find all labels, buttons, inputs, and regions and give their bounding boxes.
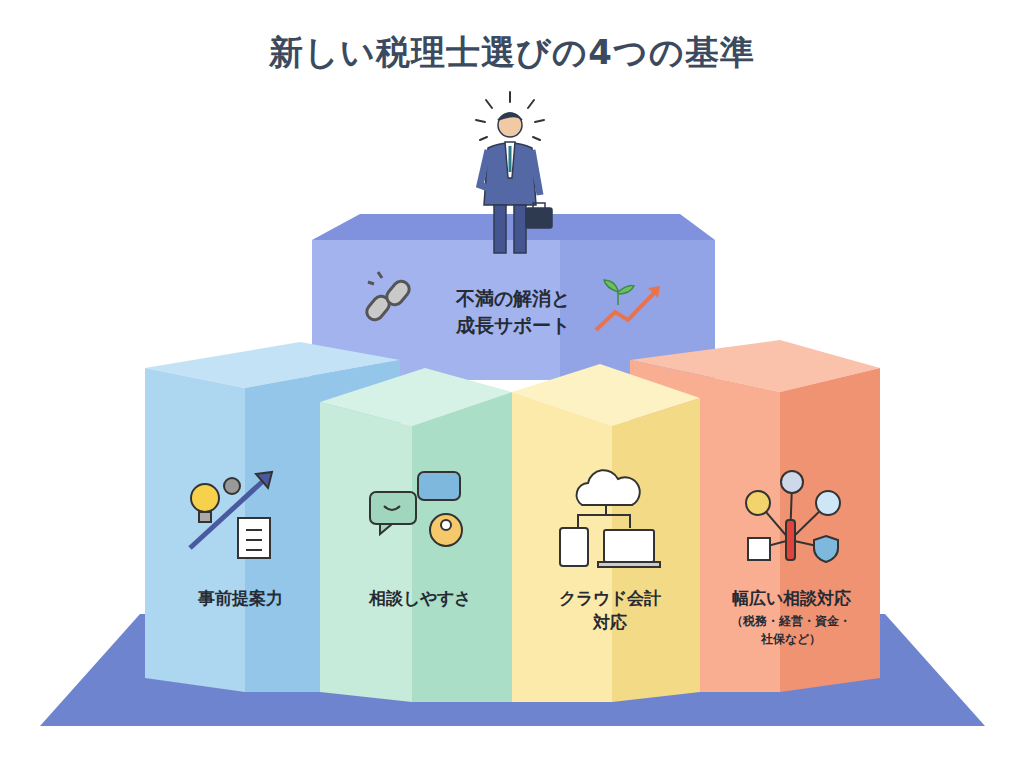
criterion-pillar: 相談しやすさ <box>328 586 512 610</box>
pillar-green <box>320 368 512 702</box>
chat-icon <box>370 472 462 546</box>
node-heading: 相談しやすさ <box>369 586 471 610</box>
businessman <box>476 92 552 253</box>
idea-icon <box>190 472 272 558</box>
criterion-pillar: 事前提案力 <box>150 586 330 610</box>
pillar-yellow <box>512 364 700 702</box>
cloud-icon <box>560 470 660 567</box>
node-heading: 事前提案力 <box>198 586 283 610</box>
criterion-pillar: 幅広い相談対応（税務・経営・資金・ 社保など） <box>708 586 874 648</box>
node-heading: クラウド会計 対応 <box>554 586 666 634</box>
goal-block: 不満の解消と 成長サポート <box>440 285 586 339</box>
node-heading: 不満の解消と 成長サポート <box>448 285 578 339</box>
node-heading: 幅広い相談対応 <box>732 586 851 610</box>
growth-icon <box>596 280 660 330</box>
criterion-pillar: クラウド会計 対応 <box>520 586 700 634</box>
services-icon <box>746 471 840 562</box>
diagram-title: 新しい税理士選びの4つの基準 <box>0 30 1024 76</box>
chain-icon <box>364 272 413 323</box>
node-note: （税務・経営・資金・ 社保など） <box>728 612 854 648</box>
